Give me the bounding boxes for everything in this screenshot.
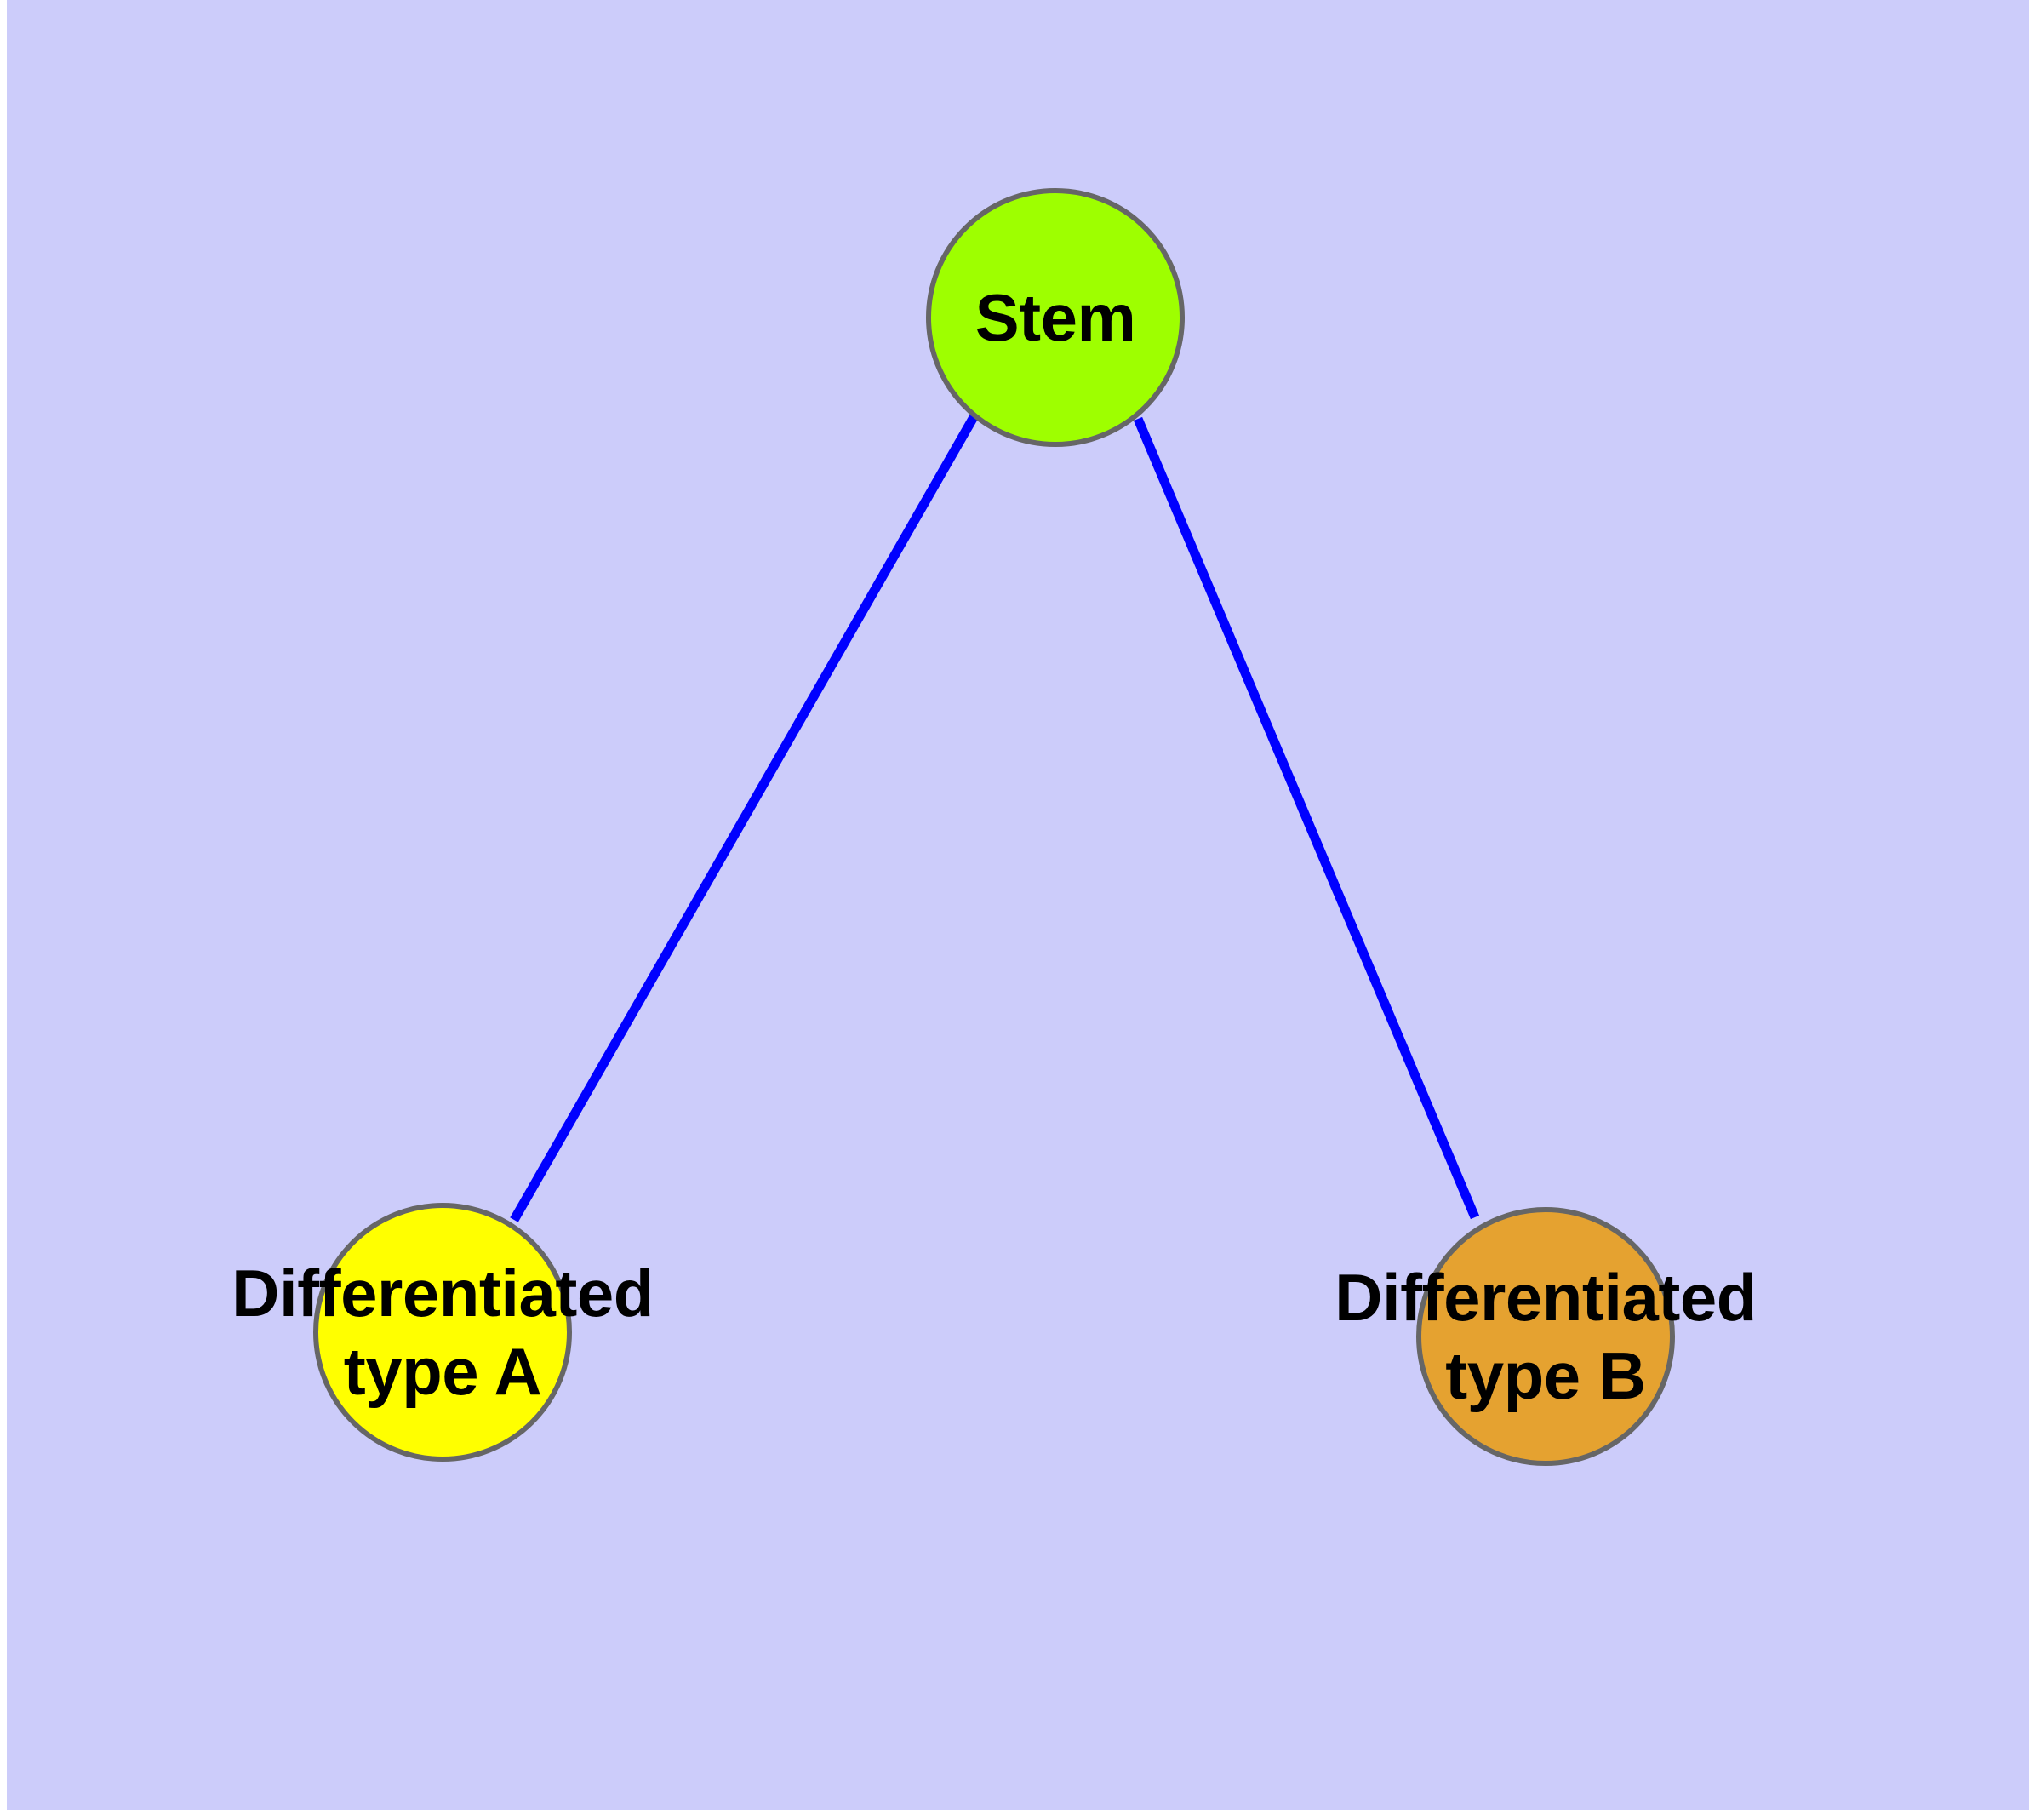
node-differentiated-type-b[interactable] [1416,1207,1675,1466]
node-stem[interactable] [926,188,1185,447]
edge-layer [510,415,1480,1222]
node-layer [313,188,1675,1466]
edge-stem-diff-b[interactable] [1133,416,1480,1220]
edge-stem-diff-a[interactable] [510,415,978,1222]
node-differentiated-type-a[interactable] [313,1203,572,1462]
